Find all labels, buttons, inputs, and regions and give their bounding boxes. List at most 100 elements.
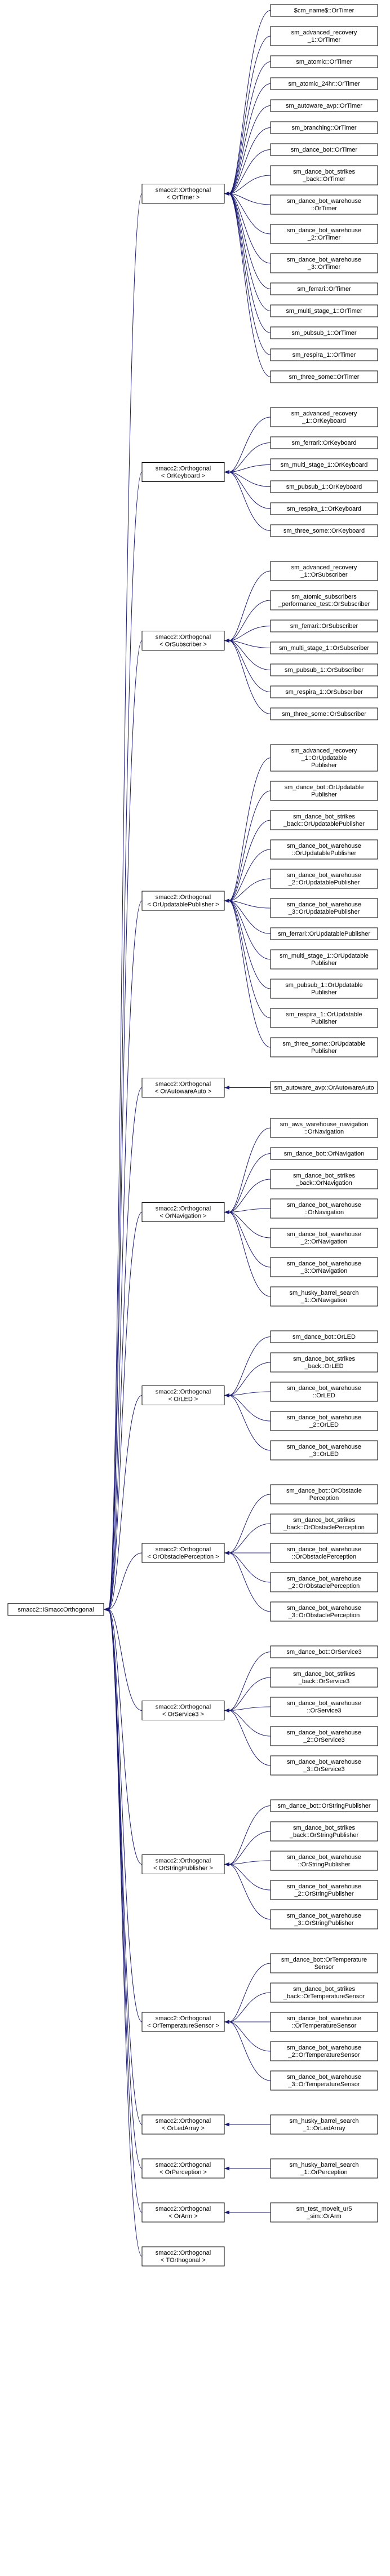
derived-class-node[interactable]: sm_multi_stage_1::OrTimer [270, 304, 378, 317]
derived-class-node[interactable]: sm_atomic::OrTimer [270, 55, 378, 68]
derived-class-node[interactable]: sm_pubsub_1::OrTimer [270, 326, 378, 339]
derived-class-node[interactable]: sm_pubsub_1::OrKeyboard [270, 480, 378, 493]
derived-class-node[interactable]: sm_autoware_avp::OrTimer [270, 99, 378, 112]
derived-class-node[interactable]: sm_dance_bot_warehouse_3::OrService3 [270, 1755, 378, 1776]
derived-class-node-label: sm_advanced_recovery [291, 29, 357, 36]
derived-class-node[interactable]: sm_atomic_24hr::OrTimer [270, 77, 378, 90]
derived-class-node[interactable]: sm_dance_bot_warehouse::OrTemperatureSen… [270, 2012, 378, 2032]
orthogonal-template-node[interactable]: smacc2::Orthogonal< OrStringPublisher > [141, 1854, 225, 1874]
derived-class-node[interactable]: sm_autoware_avp::OrAutowareAuto [270, 1081, 378, 1094]
derived-class-node[interactable]: sm_dance_bot::OrService3 [270, 1645, 378, 1658]
derived-class-node[interactable]: sm_dance_bot_strikes_back::OrService3 [270, 1667, 378, 1688]
derived-class-node[interactable]: sm_dance_bot_warehouse_2::OrTemperatureS… [270, 2041, 378, 2061]
orthogonal-template-node[interactable]: smacc2::Orthogonal< OrLedArray > [141, 2114, 225, 2135]
orthogonal-template-node[interactable]: smacc2::Orthogonal< OrSubscriber > [141, 631, 225, 650]
derived-class-node[interactable]: sm_advanced_recovery_1::OrUpdatablePubli… [270, 744, 378, 772]
derived-class-node[interactable]: sm_dance_bot_strikes_back::OrStringPubli… [270, 1821, 378, 1842]
derived-class-node-label: _1::OrLedArray [302, 2125, 345, 2132]
derived-class-node[interactable]: sm_test_moveit_ur5_sim::OrArm [270, 2202, 378, 2223]
derived-class-node[interactable]: sm_dance_bot::OrStringPublisher [270, 1799, 378, 1812]
derived-class-node[interactable]: sm_dance_bot_warehouse::OrStringPublishe… [270, 1851, 378, 1871]
derived-class-node[interactable]: sm_three_some::OrUpdatablePublisher [270, 1037, 378, 1057]
root-class-node[interactable]: smacc2::ISmaccOrthogonal [7, 1603, 104, 1616]
derived-class-node[interactable]: sm_husky_barrel_search_1::OrNavigation [270, 1286, 378, 1307]
derived-class-node[interactable]: sm_three_some::OrTimer [270, 370, 378, 383]
derived-class-node[interactable]: sm_branching::OrTimer [270, 121, 378, 134]
orthogonal-template-node-label: < OrKeyboard > [161, 473, 205, 480]
derived-class-node-label: sm_dance_bot_warehouse [287, 1444, 361, 1450]
derived-class-node[interactable]: sm_dance_bot_warehouse::OrObstaclePercep… [270, 1543, 378, 1563]
orthogonal-template-node[interactable]: smacc2::Orthogonal< OrNavigation > [141, 1202, 225, 1222]
derived-class-node[interactable]: sm_dance_bot_strikes_back::OrTemperature… [270, 1982, 378, 2003]
derived-class-node[interactable]: sm_dance_bot_warehouse_3::OrStringPublis… [270, 1909, 378, 1929]
derived-class-node[interactable]: sm_dance_bot_warehouse_2::OrNavigation [270, 1228, 378, 1248]
derived-class-node[interactable]: sm_dance_bot_warehouse_3::OrUpdatablePub… [270, 898, 378, 918]
orthogonal-template-node[interactable]: smacc2::Orthogonal< OrUpdatablePublisher… [141, 891, 225, 911]
derived-class-node[interactable]: sm_respira_1::OrSubscriber [270, 685, 378, 698]
derived-class-node[interactable]: sm_dance_bot_warehouse_2::OrStringPublis… [270, 1880, 378, 1900]
derived-class-node[interactable]: sm_dance_bot_strikes_back::OrTimer [270, 165, 378, 185]
derived-class-node[interactable]: sm_three_some::OrKeyboard [270, 524, 378, 537]
derived-class-node[interactable]: sm_dance_bot::OrTimer [270, 143, 378, 156]
derived-class-node[interactable]: sm_dance_bot_warehouse_2::OrLED [270, 1411, 378, 1431]
derived-class-node[interactable]: sm_multi_stage_1::OrUpdatablePublisher [270, 949, 378, 970]
derived-class-node[interactable]: sm_dance_bot_warehouse::OrService3 [270, 1697, 378, 1717]
derived-class-node[interactable]: sm_dance_bot_warehouse::OrTimer [270, 194, 378, 215]
orthogonal-template-node[interactable]: smacc2::Orthogonal< OrArm > [141, 2202, 225, 2223]
derived-class-node[interactable]: sm_dance_bot_warehouse_3::OrObstaclePerc… [270, 1601, 378, 1622]
derived-class-node[interactable]: sm_dance_bot::OrObstaclePerception [270, 1484, 378, 1504]
orthogonal-template-node[interactable]: smacc2::Orthogonal< OrPerception > [141, 2158, 225, 2179]
derived-class-node[interactable]: sm_dance_bot_warehouse_2::OrObstaclePerc… [270, 1572, 378, 1592]
derived-class-node[interactable]: sm_ferrari::OrUpdatablePublisher [270, 927, 378, 940]
derived-class-node[interactable]: sm_dance_bot_warehouse_2::OrUpdatablePub… [270, 869, 378, 889]
derived-class-node[interactable]: sm_pubsub_1::OrSubscriber [270, 663, 378, 676]
derived-class-node[interactable]: sm_respira_1::OrUpdatablePublisher [270, 1008, 378, 1028]
inheritance-edge [108, 1609, 143, 2022]
derived-class-node[interactable]: sm_dance_bot_strikes_back::OrUpdatablePu… [270, 810, 378, 830]
orthogonal-template-node[interactable]: smacc2::Orthogonal< OrLED > [141, 1386, 225, 1405]
derived-class-node[interactable]: sm_dance_bot_warehouse_3::OrLED [270, 1440, 378, 1460]
inheritance-edge [108, 1609, 143, 2213]
derived-class-node[interactable]: sm_dance_bot_warehouse_3::OrNavigation [270, 1257, 378, 1277]
derived-class-node[interactable]: sm_advanced_recovery_1::OrSubscriber [270, 561, 378, 581]
derived-class-node[interactable]: sm_dance_bot::OrNavigation [270, 1147, 378, 1160]
derived-class-node[interactable]: sm_ferrari::OrTimer [270, 282, 378, 295]
derived-class-node[interactable]: sm_advanced_recovery_1::OrTimer [270, 26, 378, 46]
derived-class-node[interactable]: sm_dance_bot::OrTemperatureSensor [270, 1953, 378, 1973]
derived-class-node[interactable]: sm_pubsub_1::OrUpdatablePublisher [270, 979, 378, 999]
derived-class-node[interactable]: sm_three_some::OrSubscriber [270, 707, 378, 720]
orthogonal-template-node[interactable]: smacc2::Orthogonal< OrObstaclePerception… [141, 1543, 225, 1563]
derived-class-node[interactable]: sm_dance_bot::OrLED [270, 1330, 378, 1343]
derived-class-node[interactable]: sm_atomic_subscribers_performance_test::… [270, 590, 378, 610]
derived-class-node[interactable]: sm_dance_bot_warehouse::OrNavigation [270, 1198, 378, 1219]
derived-class-node[interactable]: sm_respira_1::OrKeyboard [270, 502, 378, 515]
derived-class-node[interactable]: sm_aws_warehouse_navigation::OrNavigatio… [270, 1118, 378, 1138]
orthogonal-template-node[interactable]: smacc2::Orthogonal< OrTimer > [141, 184, 225, 203]
orthogonal-template-node[interactable]: smacc2::Orthogonal< OrTemperatureSensor … [141, 2012, 225, 2032]
derived-class-node[interactable]: $cm_name$::OrTimer [270, 4, 378, 17]
derived-class-node[interactable]: sm_advanced_recovery_1::OrKeyboard [270, 407, 378, 427]
orthogonal-template-node[interactable]: smacc2::Orthogonal< OrService3 > [141, 1701, 225, 1720]
derived-class-node[interactable]: sm_dance_bot::OrUpdatablePublisher [270, 781, 378, 801]
derived-class-node[interactable]: sm_respira_1::OrTimer [270, 348, 378, 361]
derived-class-node[interactable]: sm_husky_barrel_search_1::OrLedArray [270, 2114, 378, 2135]
derived-class-node[interactable]: sm_dance_bot_strikes_back::OrLED [270, 1352, 378, 1373]
derived-class-node[interactable]: sm_dance_bot_warehouse_3::OrTimer [270, 253, 378, 273]
derived-class-node[interactable]: sm_dance_bot_strikes_back::OrObstaclePer… [270, 1513, 378, 1534]
derived-class-node[interactable]: sm_ferrari::OrSubscriber [270, 619, 378, 632]
derived-class-node[interactable]: sm_husky_barrel_search_1::OrPerception [270, 2158, 378, 2179]
derived-class-node-label: Publisher [311, 791, 337, 798]
orthogonal-template-node[interactable]: smacc2::Orthogonal< OrAutowareAuto > [141, 1078, 225, 1097]
orthogonal-template-node[interactable]: smacc2::Orthogonal< OrKeyboard > [141, 462, 225, 482]
orthogonal-template-node[interactable]: smacc2::Orthogonal< TOrthogonal > [141, 2246, 225, 2267]
derived-class-node-label: $cm_name$::OrTimer [294, 7, 354, 14]
derived-class-node[interactable]: sm_dance_bot_warehouse::OrUpdatablePubli… [270, 839, 378, 860]
derived-class-node[interactable]: sm_dance_bot_strikes_back::OrNavigation [270, 1169, 378, 1189]
derived-class-node[interactable]: sm_dance_bot_warehouse_3::OrTemperatureS… [270, 2070, 378, 2091]
derived-class-node[interactable]: sm_dance_bot_warehouse::OrLED [270, 1382, 378, 1402]
derived-class-node[interactable]: sm_dance_bot_warehouse_2::OrTimer [270, 224, 378, 244]
derived-class-node[interactable]: sm_dance_bot_warehouse_2::OrService3 [270, 1726, 378, 1746]
derived-class-node[interactable]: sm_multi_stage_1::OrKeyboard [270, 458, 378, 471]
derived-class-node[interactable]: sm_multi_stage_1::OrSubscriber [270, 641, 378, 654]
derived-class-node[interactable]: sm_ferrari::OrKeyboard [270, 436, 378, 449]
